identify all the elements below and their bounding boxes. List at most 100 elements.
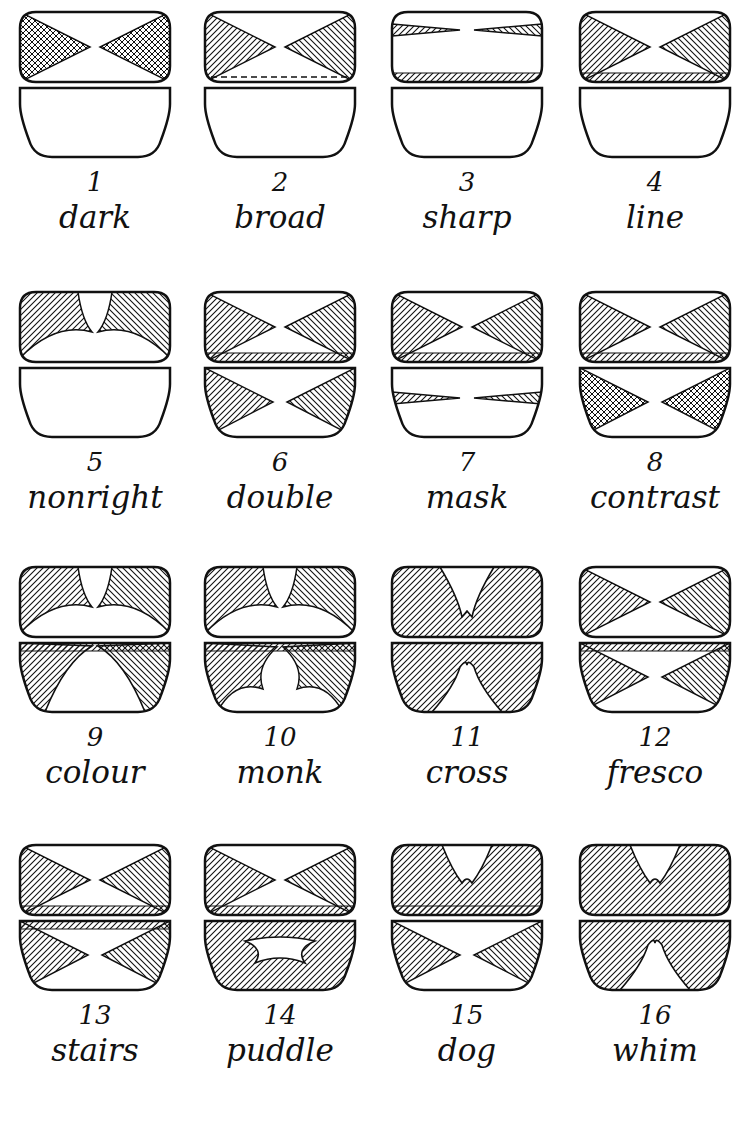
dash-line <box>211 76 349 78</box>
pattern-figure <box>205 292 355 437</box>
pattern-mark <box>285 845 355 915</box>
segment-outline <box>580 643 730 712</box>
segment-outline <box>20 921 170 990</box>
segment-outline <box>20 567 170 637</box>
pattern-mark <box>392 643 542 712</box>
pattern-mark <box>580 643 648 712</box>
pattern-mark <box>102 921 170 990</box>
segment-outline <box>392 88 542 157</box>
segment-outline <box>392 292 542 362</box>
pattern-mark <box>660 567 730 637</box>
segment-outline <box>20 845 170 915</box>
pattern-mark <box>580 921 730 990</box>
pattern-mark <box>205 921 355 990</box>
pattern-notch <box>630 845 680 883</box>
pattern-notch <box>440 567 494 617</box>
figure-number: 1 <box>5 168 185 197</box>
pattern-mark <box>20 567 92 633</box>
pattern-mark <box>580 368 648 437</box>
figure-number: 14 <box>190 1001 370 1030</box>
pattern-mark <box>100 12 170 82</box>
segment-outline <box>205 88 355 157</box>
figure-number: 5 <box>5 448 185 477</box>
pattern-figure <box>580 567 730 712</box>
pattern-mark <box>392 906 542 915</box>
segment-outline <box>205 845 355 915</box>
pattern-mark <box>205 292 275 362</box>
pattern-mark <box>392 921 460 990</box>
segment-outline <box>20 12 170 82</box>
segment-outline <box>20 292 170 362</box>
pattern-mark <box>580 292 650 362</box>
figure-name: double <box>190 480 370 514</box>
pattern-mark <box>392 292 462 362</box>
pattern-figure <box>580 292 730 437</box>
pattern-figure <box>392 845 542 990</box>
segment-outline <box>205 12 355 82</box>
pattern-mark <box>98 292 170 358</box>
pattern-mark <box>660 12 730 82</box>
pattern-mark <box>474 24 542 36</box>
pattern-notch <box>432 662 502 712</box>
pattern-mark <box>205 353 355 362</box>
pattern-mark <box>580 73 730 82</box>
figure-name: cross <box>377 755 557 789</box>
figure-number: 6 <box>190 448 370 477</box>
figure-name: whim <box>565 1033 745 1067</box>
figure-name: contrast <box>565 480 745 514</box>
segment-outline <box>20 643 170 712</box>
pattern-mark <box>20 921 88 990</box>
pattern-mark <box>662 368 730 437</box>
pattern-mark <box>100 845 170 915</box>
segment-outline <box>392 12 542 82</box>
pattern-mark <box>392 24 460 36</box>
figure-name: broad <box>190 200 370 234</box>
pattern-mark <box>392 845 542 915</box>
pattern-mark <box>205 906 355 915</box>
pattern-notch <box>442 845 492 883</box>
figure-name: mask <box>377 480 557 514</box>
pattern-figure <box>205 567 355 712</box>
figure-number: 11 <box>377 723 557 752</box>
figure-name: puddle <box>190 1033 370 1067</box>
segment-outline <box>392 921 542 990</box>
pattern-notch <box>620 940 690 990</box>
pattern-mark <box>98 567 170 633</box>
pattern-figure <box>205 845 355 990</box>
pattern-figure <box>20 292 170 437</box>
pattern-mark <box>205 12 275 82</box>
segment-outline <box>580 921 730 990</box>
pattern-mark <box>392 392 460 404</box>
figure-name: dark <box>5 200 185 234</box>
segment-outline <box>392 643 542 712</box>
figure-number: 2 <box>190 168 370 197</box>
pattern-mark <box>660 292 730 362</box>
segment-outline <box>580 292 730 362</box>
segment-outline <box>580 845 730 915</box>
pattern-mark <box>580 567 650 637</box>
figure-name: fresco <box>565 755 745 789</box>
pattern-figure <box>20 845 170 990</box>
pattern-figure <box>392 12 542 157</box>
pattern-mark <box>20 12 90 82</box>
figure-number: 13 <box>5 1001 185 1030</box>
pattern-figure <box>392 292 542 437</box>
pattern-mark <box>20 292 92 358</box>
figure-number: 4 <box>565 168 745 197</box>
pattern-figure <box>20 12 170 157</box>
figure-number: 10 <box>190 723 370 752</box>
figure-number: 12 <box>565 723 745 752</box>
pattern-mark <box>205 567 277 633</box>
pattern-mark <box>580 12 650 82</box>
pattern-mark <box>285 12 355 82</box>
segment-outline <box>580 567 730 637</box>
segment-outline <box>205 643 355 712</box>
figure-number: 8 <box>565 448 745 477</box>
segment-outline <box>205 921 355 990</box>
pattern-mark <box>474 921 542 990</box>
segment-outline <box>392 845 542 915</box>
pattern-figure <box>580 845 730 990</box>
figure-number: 16 <box>565 1001 745 1030</box>
segment-outline <box>580 88 730 157</box>
